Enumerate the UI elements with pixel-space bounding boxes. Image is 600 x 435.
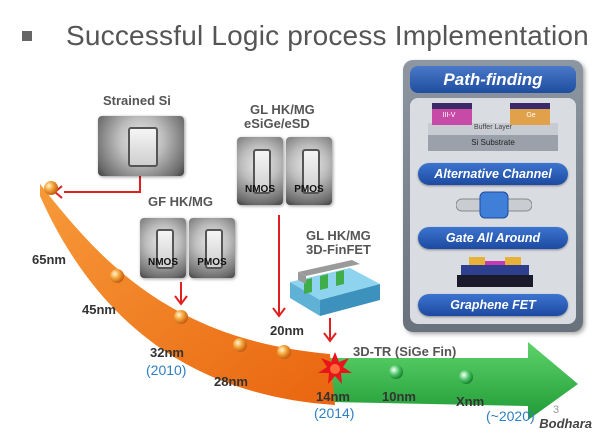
- node-20nm-label: 20nm: [270, 323, 304, 338]
- strained-si-micrograph: [98, 116, 184, 176]
- page-title: Successful Logic process Implementation: [66, 20, 589, 51]
- node-14nm-year: (2014): [314, 405, 355, 421]
- gate-all-around-illustration: [456, 191, 532, 219]
- node-32nm-label: 32nm: [150, 345, 184, 360]
- tech-gl-hkmg-esige-line1: GL HK/MG: [250, 102, 315, 117]
- node-28nm-label: 28nm: [214, 374, 248, 389]
- finfet-illustration: [290, 260, 380, 316]
- gl-pmos-label: PMOS: [294, 184, 324, 195]
- node-45nm-marker: [110, 269, 124, 283]
- gl-nmos-micrograph: NMOS: [237, 137, 283, 205]
- title-bullet: [22, 31, 32, 41]
- gl-nmos-label: NMOS: [245, 184, 275, 195]
- node-14nm-label: 14nm: [316, 389, 350, 404]
- green-arrow: [330, 342, 578, 420]
- node-20nm-marker: [277, 345, 291, 359]
- pathfinding-item-gate-all-around: Gate All Around: [418, 227, 568, 249]
- node-32nm-year: (2010): [146, 362, 187, 378]
- tech-finfet-line1: GL HK/MG: [306, 228, 371, 243]
- node-65nm-label: 65nm: [32, 252, 66, 267]
- node-xnm-label: Xnm: [456, 394, 485, 409]
- page-number: 3: [553, 404, 560, 416]
- tech-sige-fin: 3D-TR (SiGe Fin): [353, 344, 457, 359]
- buffer-layer-label: Buffer Layer: [473, 124, 512, 131]
- gf-pmos-micrograph: PMOS: [189, 218, 235, 278]
- gf-pmos-label: PMOS: [197, 257, 227, 268]
- substrate-label: Si Substrate: [471, 138, 515, 147]
- layer-iiiv-label: III-V: [442, 112, 456, 119]
- node-32nm-marker: [174, 310, 188, 324]
- node-xnm-year: (~2020): [486, 408, 535, 424]
- red-pointers: [53, 175, 337, 343]
- gf-nmos-micrograph: NMOS: [140, 218, 186, 278]
- tech-gl-hkmg-esige-line2: eSiGe/eSD: [244, 116, 310, 131]
- pathfinding-item-graphene-fet: Graphene FET: [418, 294, 568, 316]
- pathfinding-item-alternative-channel: Alternative Channel: [418, 163, 568, 185]
- node-45nm-label: 45nm: [82, 302, 116, 317]
- tech-strained-si: Strained Si: [103, 93, 171, 108]
- graphene-fet-illustration: [457, 257, 533, 287]
- layer-ge-label: Ge: [526, 112, 536, 119]
- gl-pmos-micrograph: PMOS: [286, 137, 332, 205]
- orange-arrow: [40, 184, 335, 405]
- tech-finfet-line2: 3D-FinFET: [306, 242, 371, 257]
- pathfinding-header: Path-finding: [410, 66, 576, 93]
- node-28nm-marker: [233, 338, 247, 352]
- watermark: Bodhara: [539, 416, 592, 431]
- node-65nm-marker: [44, 181, 58, 195]
- node-xnm-marker: [459, 370, 473, 384]
- tech-gf-hkmg: GF HK/MG: [148, 194, 213, 209]
- node-10nm-label: 10nm: [382, 389, 416, 404]
- node-10nm-marker: [389, 365, 403, 379]
- gf-nmos-label: NMOS: [148, 257, 178, 268]
- channel-stack-illustration: [428, 103, 558, 151]
